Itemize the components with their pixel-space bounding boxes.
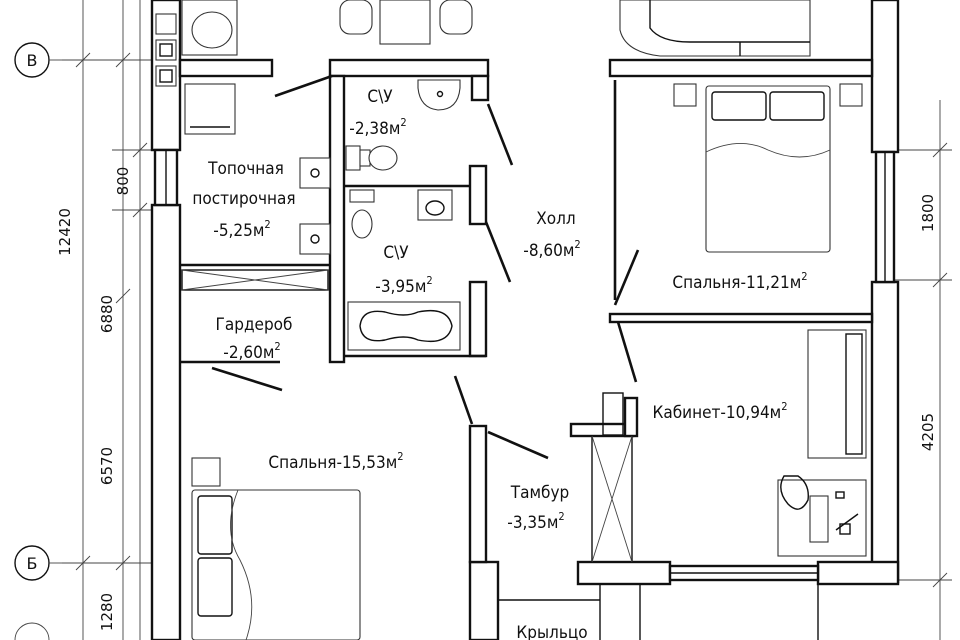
axis-label-b: Б xyxy=(27,554,38,573)
room-name-wc-1: С\У xyxy=(367,87,393,107)
dim-left-outer: 12420 xyxy=(56,208,74,256)
bathroom-1-fixtures xyxy=(345,79,461,171)
bedroom-small-furniture xyxy=(673,83,863,253)
room-area-wc-1: -2,38м2 xyxy=(349,116,406,139)
room-area-boiler: -5,25м2 xyxy=(213,218,270,241)
door-swings xyxy=(211,74,640,460)
dim-left-c: 1280 xyxy=(98,593,116,631)
room-label-bedroom-small: Спальня-11,21м2 xyxy=(672,270,807,293)
room-label-bedroom-large: Спальня-15,53м2 xyxy=(268,450,403,473)
axis-label-v: В xyxy=(27,51,38,70)
bathroom-2-fixtures xyxy=(347,189,461,351)
interior-walls xyxy=(178,58,874,564)
room-label-office: Кабинет-10,94м2 xyxy=(652,400,787,423)
axis-marker-partial xyxy=(14,622,50,640)
bedroom-large-furniture xyxy=(191,457,361,640)
porch-steps xyxy=(498,584,819,640)
room-name-vestibule: Тамбур xyxy=(510,483,569,503)
room-labels: С\У -2,38м2 Топочная постирочная -5,25м2… xyxy=(192,87,807,640)
boiler-room-equipment xyxy=(184,83,331,255)
room-area-wc-2: -3,95м2 xyxy=(375,274,432,297)
left-window-top xyxy=(155,13,177,87)
dim-left-a: 6880 xyxy=(98,295,116,333)
axis-marker-v: В xyxy=(14,42,62,78)
dim-right-a: 1800 xyxy=(919,194,937,232)
wardrobe-shelves xyxy=(181,269,329,291)
top-furniture xyxy=(181,0,811,57)
office-furniture xyxy=(777,329,867,557)
room-name-wardrobe: Гардероб xyxy=(216,315,293,335)
vestibule-wardrobe xyxy=(591,392,633,563)
axis-marker-b: Б xyxy=(14,545,62,581)
dimension-lines-left xyxy=(62,0,160,640)
room-name-porch: Крыльцо xyxy=(516,623,587,640)
room-name-laundry: постирочная xyxy=(192,189,295,209)
room-name-hall: Холл xyxy=(536,209,575,229)
dim-left-b: 6570 xyxy=(98,447,116,485)
room-name-boiler: Топочная xyxy=(207,159,284,179)
room-name-wc-2: С\У xyxy=(383,243,409,263)
dim-right-b: 4205 xyxy=(919,413,937,451)
room-area-hall: -8,60м2 xyxy=(523,238,580,261)
room-area-wardrobe: -2,60м2 xyxy=(223,340,280,363)
dim-left-small: 800 xyxy=(114,167,132,196)
room-area-vestibule: -3,35м2 xyxy=(507,510,564,533)
